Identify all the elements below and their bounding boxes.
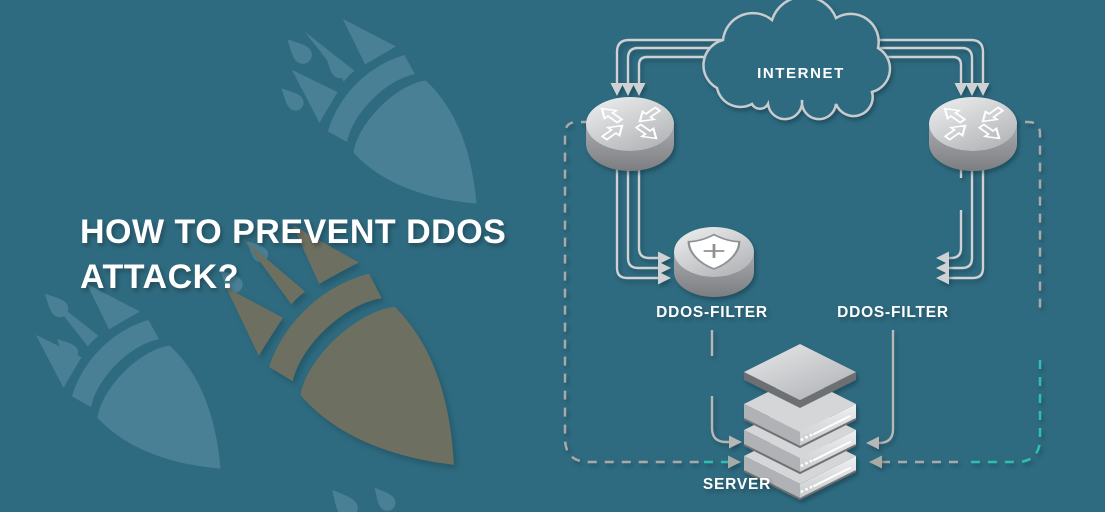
- ddos-filter-icon: [674, 227, 754, 297]
- dashed-bypass-path-left: [563, 120, 728, 464]
- ddos-filter-left-label: DDOS-FILTER: [656, 304, 768, 321]
- left-arrowheads-into-filter: [936, 251, 949, 285]
- page-title-line2: ATTACK?: [80, 257, 239, 296]
- right-arrowheads-into-filter: [658, 251, 671, 285]
- internet-label: INTERNET: [757, 65, 845, 82]
- internet-cloud-icon: INTERNET: [702, 0, 892, 121]
- server-label: SERVER: [703, 476, 771, 493]
- ddos-filter-right-label: DDOS-FILTER: [837, 304, 949, 321]
- router-to-filter-lines-right: [948, 158, 985, 280]
- attack-traffic-lines-right: [800, 38, 985, 83]
- router-icon-right: [929, 97, 1017, 171]
- ddos-filter-shield-icon: [687, 233, 741, 270]
- filter-to-server-lines: [710, 330, 895, 445]
- server-lid: [744, 344, 856, 408]
- server-stack-icon: [743, 344, 857, 501]
- attack-traffic-lines-left: [615, 38, 800, 83]
- page-title-line1: HOW TO PREVENT DDOS: [80, 213, 507, 251]
- page-title: HOW TO PREVENT DDOS ATTACK?: [80, 210, 560, 300]
- router-icon-left: [586, 97, 674, 171]
- router-to-filter-lines-left: [615, 158, 659, 280]
- dashed-bypass-path-right: [882, 120, 1042, 464]
